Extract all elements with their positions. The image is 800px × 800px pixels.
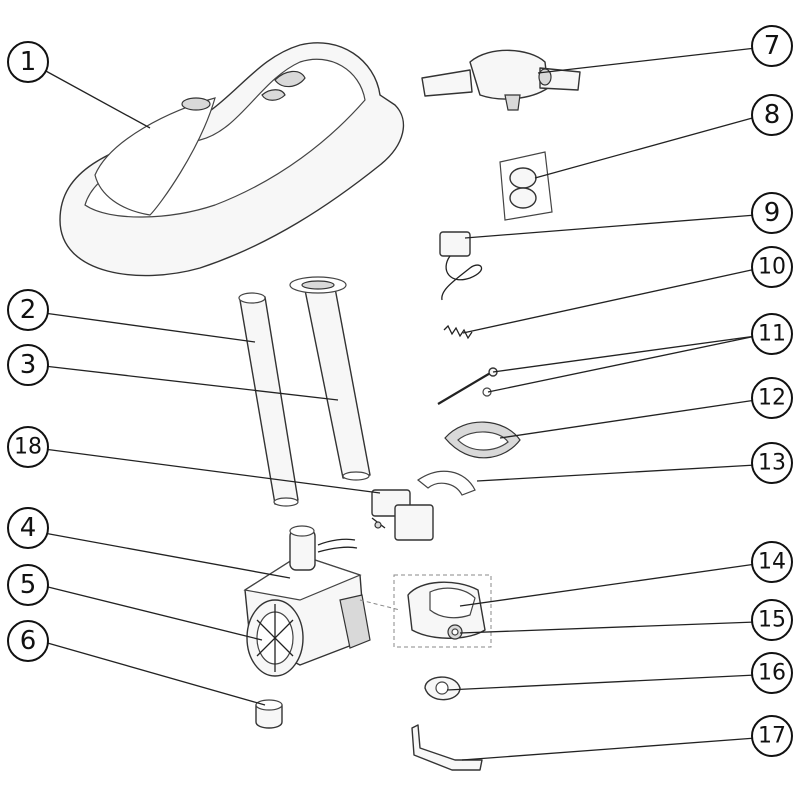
part-1-hull bbox=[59, 42, 405, 277]
callout-11-label: 11 bbox=[758, 322, 786, 347]
callout-7-label: 7 bbox=[764, 31, 781, 61]
gear-assembly-box bbox=[393, 574, 492, 648]
part-3-tube-flange bbox=[289, 276, 371, 481]
callout-18-label: 18 bbox=[14, 435, 42, 460]
callout-17-label: 17 bbox=[758, 724, 786, 749]
callout-1-label: 1 bbox=[20, 47, 37, 77]
callout-1: 1 bbox=[7, 41, 49, 83]
callout-14-label: 14 bbox=[758, 550, 786, 575]
callout-12-label: 12 bbox=[758, 386, 786, 411]
part-6-cap bbox=[255, 699, 283, 729]
part-12-cover-plate bbox=[444, 421, 521, 459]
callout-11: 11 bbox=[751, 313, 793, 355]
callout-2: 2 bbox=[7, 289, 49, 331]
part-16-flange-plate bbox=[424, 676, 461, 701]
callout-18: 18 bbox=[7, 426, 49, 468]
callout-14: 14 bbox=[751, 541, 793, 583]
part-5-impeller-cage bbox=[246, 599, 304, 677]
part-9-sensor-cable bbox=[439, 231, 483, 301]
callout-9-label: 9 bbox=[764, 198, 781, 228]
callout-6-label: 6 bbox=[20, 626, 37, 656]
part-7-handlebar bbox=[421, 49, 581, 111]
part-2-tube bbox=[238, 292, 299, 507]
part-14-gear-housing bbox=[407, 581, 486, 639]
callout-5-label: 5 bbox=[20, 570, 37, 600]
callout-9: 9 bbox=[751, 192, 793, 234]
callout-13: 13 bbox=[751, 442, 793, 484]
part-10-spring bbox=[443, 324, 473, 340]
callout-12: 12 bbox=[751, 377, 793, 419]
callout-16: 16 bbox=[751, 652, 793, 694]
callout-8: 8 bbox=[751, 94, 793, 136]
part-13-gasket bbox=[416, 470, 476, 496]
part-11-pin-washer bbox=[437, 367, 498, 405]
callout-15-label: 15 bbox=[758, 608, 786, 633]
callout-15: 15 bbox=[751, 599, 793, 641]
leader-lines bbox=[43, 47, 757, 761]
callout-3: 3 bbox=[7, 344, 49, 386]
callout-10: 10 bbox=[751, 246, 793, 288]
callout-2-label: 2 bbox=[20, 295, 37, 325]
callout-3-label: 3 bbox=[20, 350, 37, 380]
callout-13-label: 13 bbox=[758, 451, 786, 476]
callout-17: 17 bbox=[751, 715, 793, 757]
part-17-bracket bbox=[411, 724, 483, 771]
callout-6: 6 bbox=[7, 620, 49, 662]
callout-8-label: 8 bbox=[764, 100, 781, 130]
part-15-gear bbox=[447, 624, 463, 640]
part-18-connector bbox=[371, 489, 434, 541]
callout-4: 4 bbox=[7, 507, 49, 549]
callout-16-label: 16 bbox=[758, 661, 786, 686]
callout-5: 5 bbox=[7, 564, 49, 606]
callout-10-label: 10 bbox=[758, 255, 786, 280]
callout-4-label: 4 bbox=[20, 513, 37, 543]
part-8-switch bbox=[499, 151, 553, 221]
callout-7: 7 bbox=[751, 25, 793, 67]
